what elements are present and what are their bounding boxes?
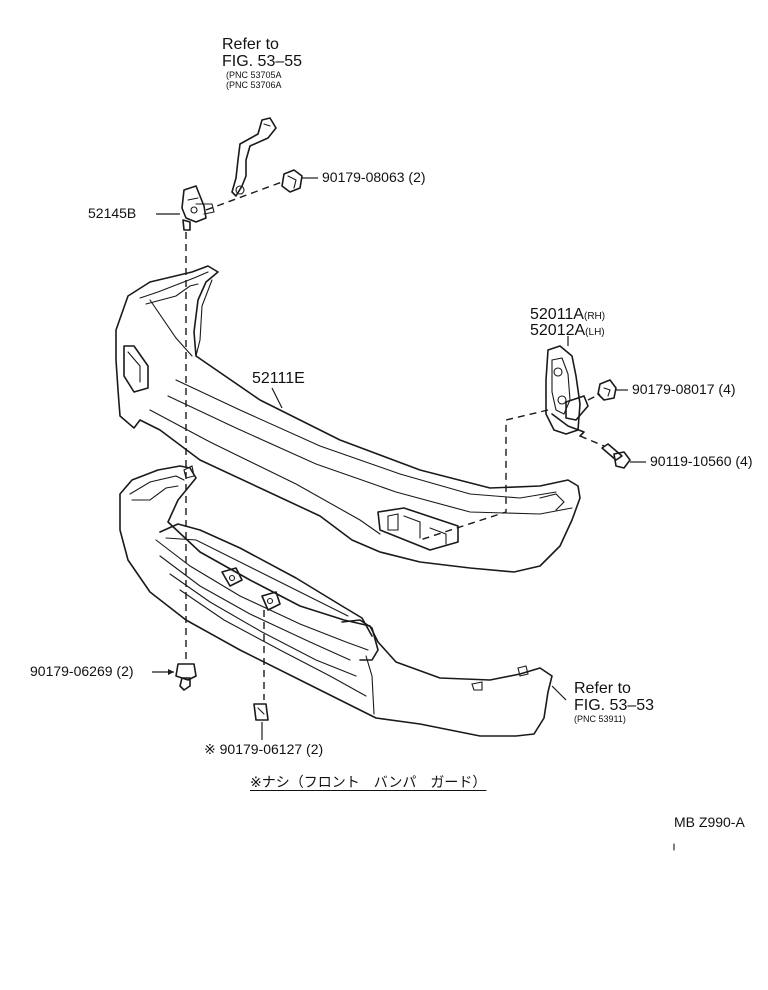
label-52012a: 52012A(LH) (530, 322, 605, 339)
label-refer-fig-53-55: Refer to FIG. 53–55 (222, 36, 302, 70)
label-90119-10560: 90119-10560 (4) (650, 453, 753, 469)
label-pnc-53706a: (PNC 53706A (226, 80, 282, 90)
label-90179-06269: 90179-06269 (2) (30, 663, 134, 679)
label-refer-fig-53-53: Refer to FIG. 53–53 (574, 680, 654, 714)
label-52011a: 52011A(RH) (530, 306, 605, 323)
clip-90179-06127 (253, 703, 269, 721)
side-rh: (RH) (583, 311, 606, 322)
bracket-52145b (181, 117, 277, 231)
label-90179-08017: 90179-08017 (4) (632, 381, 736, 397)
nut-90179-08063 (281, 169, 303, 193)
refer-line-2: FIG. 53–53 (574, 697, 655, 714)
drawing-code: MB Z990-A (674, 814, 745, 830)
label-52111e: 52111E (252, 370, 305, 387)
refer-line-1: Refer to (574, 680, 631, 697)
nut-90179-08017 (597, 379, 617, 401)
clip-90179-06269 (175, 663, 197, 691)
bumper-lower-guard (119, 465, 553, 737)
part-52012a: 52012A (530, 322, 586, 339)
label-90179-08063: 90179-08063 (2) (322, 169, 426, 185)
bolt-90119-10560 (601, 443, 631, 469)
footnote: ※ナシ（フロント バンパ ガード） (250, 775, 487, 791)
label-pnc-53911: (PNC 53911) (574, 714, 626, 724)
refer-line-1: Refer to (222, 36, 279, 53)
label-90179-06127: ※ 90179-06127 (2) (204, 741, 324, 757)
side-lh: (LH) (585, 327, 605, 338)
refer-line-2: FIG. 53–55 (222, 53, 303, 70)
label-pnc-53705a: (PNC 53705A (226, 70, 282, 80)
label-52145b: 52145B (88, 205, 137, 221)
bumper-upper-52111e (115, 265, 581, 573)
part-52011a: 52011A (530, 306, 584, 323)
bracket-52011a-52012a (545, 345, 589, 437)
